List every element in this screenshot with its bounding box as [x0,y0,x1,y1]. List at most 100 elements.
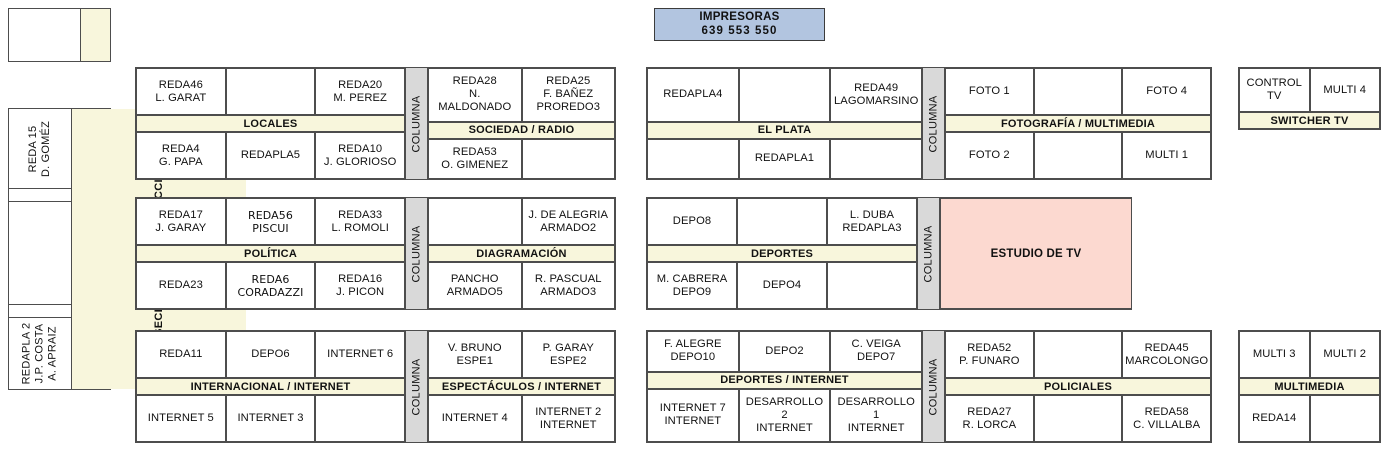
desk-depo6[interactable]: DEPO6 [225,331,316,378]
desk-internet-6[interactable]: INTERNET 6 [315,331,406,378]
wing-internacional-bottom-row: INTERNET 5 INTERNET 3 [136,395,406,442]
desk-reda23[interactable]: REDA23 [136,262,226,309]
desk-redapla1[interactable]: REDAPLA1 [738,138,831,179]
desk-empty[interactable] [737,198,827,245]
desk-empty[interactable] [827,262,917,309]
desk-empty[interactable] [225,68,316,115]
columna-pillar: COLUMNA [405,198,428,309]
desk-internet-4[interactable]: INTERNET 4 [428,395,522,442]
desk-empty[interactable] [428,198,522,245]
department-label-espectaculos-internet: ESPECTÁCULOS / INTERNET [428,378,615,395]
wing-fotografia-bottom-row: FOTO 2 MULTI 1 [945,132,1212,179]
sidebar-top-empty-cell[interactable] [9,9,80,61]
desk-foto-1[interactable]: FOTO 1 [945,68,1034,115]
desk-foto-2[interactable]: FOTO 2 [945,132,1034,179]
desk-depo4[interactable]: DEPO4 [737,262,827,309]
sidebar-desk-2[interactable] [9,189,71,202]
desk-depo8[interactable]: DEPO8 [647,198,737,245]
sidebar-desk-4[interactable] [9,305,71,318]
desk-empty[interactable] [1033,331,1123,378]
desk-empty[interactable] [1033,132,1123,179]
desk-empty[interactable] [521,138,615,179]
desk-empty[interactable] [315,395,406,442]
department-label-sociedad-radio: SOCIEDAD / RADIO [428,121,615,139]
sidebar-desk-3[interactable] [9,202,71,305]
estudio-de-tv-area[interactable]: ESTUDIO DE TV [940,198,1132,309]
desk-control-tv[interactable]: CONTROL TV [1239,68,1310,112]
desk-empty[interactable] [647,138,739,179]
desk-multi-2[interactable]: MULTI 2 [1309,331,1380,378]
desk-internet-5[interactable]: INTERNET 5 [136,395,226,442]
desk-empty[interactable] [738,68,831,122]
desk-multi-4[interactable]: MULTI 4 [1309,68,1380,112]
desk-reda11[interactable]: REDA11 [136,331,226,378]
desk-empty[interactable] [1033,68,1123,115]
department-label-deportes-internet: DEPORTES / INTERNET [647,371,922,389]
sidebar-top-yellow-strip [80,9,110,61]
desk-multi-3[interactable]: MULTI 3 [1239,331,1310,378]
desk-redapla4[interactable]: REDAPLA4 [647,68,739,122]
desk-empty[interactable] [830,138,923,179]
desk-reda14[interactable]: REDA14 [1239,395,1310,442]
desk-foto-4[interactable]: FOTO 4 [1122,68,1212,115]
department-label-locales: LOCALES [136,115,405,132]
department-label-multimedia: MULTIMEDIA [1239,378,1380,395]
desk-redapla5[interactable]: REDAPLA5 [225,132,316,179]
desk-internet-3[interactable]: INTERNET 3 [225,395,316,442]
columna-pillar: COLUMNA [922,68,945,179]
wing-fotografia-top-row: FOTO 1 FOTO 4 [945,68,1212,115]
desk-empty[interactable] [1309,395,1380,442]
desk-empty[interactable] [1033,395,1123,442]
multimedia-bottom-row: REDA14 [1239,395,1380,442]
desk-multi-1[interactable]: MULTI 1 [1122,132,1212,179]
columna-label: COLUMNA [410,94,423,153]
columna-label: COLUMNA [410,357,423,416]
desk-depo2[interactable]: DEPO2 [738,331,831,372]
department-label-diagramacion: DIAGRAMACIÓN [428,245,615,262]
